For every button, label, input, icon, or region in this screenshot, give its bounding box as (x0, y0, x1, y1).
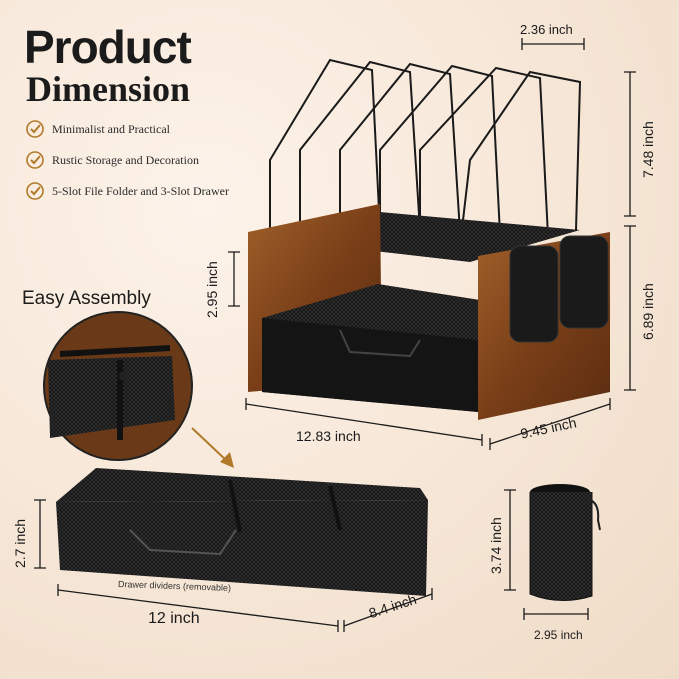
feature-item: 5-Slot File Folder and 3-Slot Drawer (26, 182, 229, 200)
pointer-arrow (191, 427, 229, 463)
check-badge-icon (26, 120, 44, 138)
dim-base-height: 6.89 inch (640, 283, 656, 340)
dim-drawer-length: 12 inch (148, 610, 200, 627)
feature-label: Minimalist and Practical (52, 121, 170, 136)
dim-slot-width: 2.36 inch (520, 22, 573, 37)
title-dimension: Dimension (26, 69, 191, 109)
dim-drawer-height: 2.7 inch (12, 518, 28, 568)
pen-cup-image (529, 484, 601, 602)
dimension-lines (34, 38, 636, 632)
dim-cup-height: 3.74 inch (488, 517, 504, 574)
dim-drawer-gap: 2.95 inch (204, 261, 220, 318)
check-badge-icon (26, 151, 44, 169)
title-product: Product (24, 21, 192, 73)
dim-length: 12.83 inch (296, 428, 361, 444)
easy-assembly-label: Easy Assembly (22, 288, 151, 309)
feature-label: 5-Slot File Folder and 3-Slot Drawer (52, 183, 229, 198)
check-badge-icon (26, 182, 44, 200)
feature-label: Rustic Storage and Decoration (52, 152, 199, 167)
organizer-image (248, 58, 610, 420)
dim-cup-width: 2.95 inch (534, 628, 583, 642)
dim-rack-height: 7.48 inch (640, 121, 656, 178)
feature-item: Minimalist and Practical (26, 120, 170, 138)
feature-item: Rustic Storage and Decoration (26, 151, 199, 169)
assembly-closeup (43, 311, 193, 461)
drawer-image (56, 468, 428, 596)
